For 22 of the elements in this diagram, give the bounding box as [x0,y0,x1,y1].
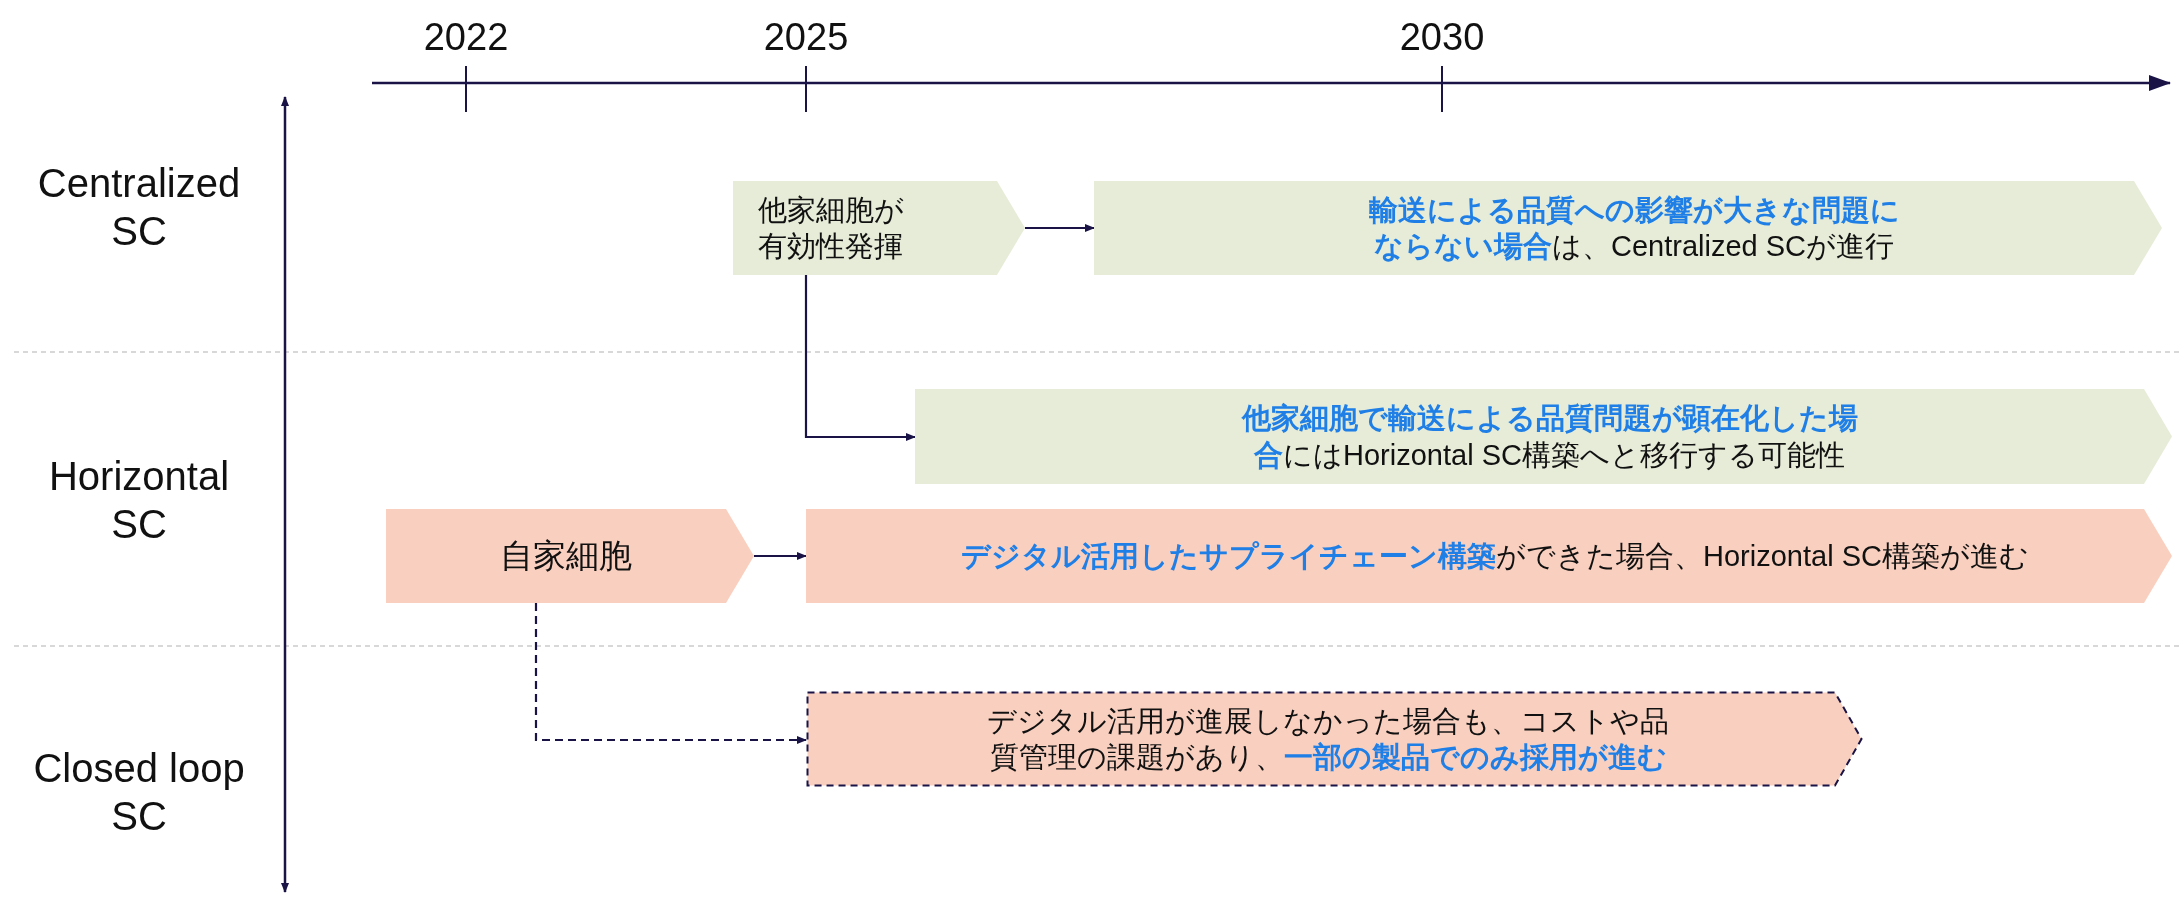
box-text: デジタル活用したサプライチェーン構築ができた場合、Horizontal SC構築が進む [961,538,2029,574]
box-text: 他家細胞が有効性発揮 [758,192,905,264]
chevron-box [1094,181,2162,275]
arrow [804,275,916,441]
row-label: Horizontal SC [47,453,231,548]
arrow [1025,224,1095,232]
box-text: 輸送による品質への影響が大きな問題にならない場合は、Centralized SCが進行 [1367,192,1901,264]
row-label: Centralized SC [36,160,242,255]
row-label: Closed loop SC [32,745,246,840]
chevron-box [915,389,2172,484]
box-text: デジタル活用が進展しなかった場合も、コストや品質管理の課題があり、一部の製品でのみ採用が進む [986,703,1670,775]
year-label: 2022 [423,15,509,61]
year-label: 2025 [763,15,849,61]
arrow [754,552,807,560]
box-text: 他家細胞で輸送による品質問題が顕在化した場合にはHorizontal SC構築へと移行する可能性 [1240,401,1859,473]
box-text: 自家細胞 [500,536,632,577]
year-label: 2030 [1399,15,1485,61]
chevron-box [386,509,754,603]
chevron-box [806,691,1863,787]
chevron-box [733,181,1025,275]
chevron-box [806,509,2172,603]
dashed-arrow [534,603,807,744]
